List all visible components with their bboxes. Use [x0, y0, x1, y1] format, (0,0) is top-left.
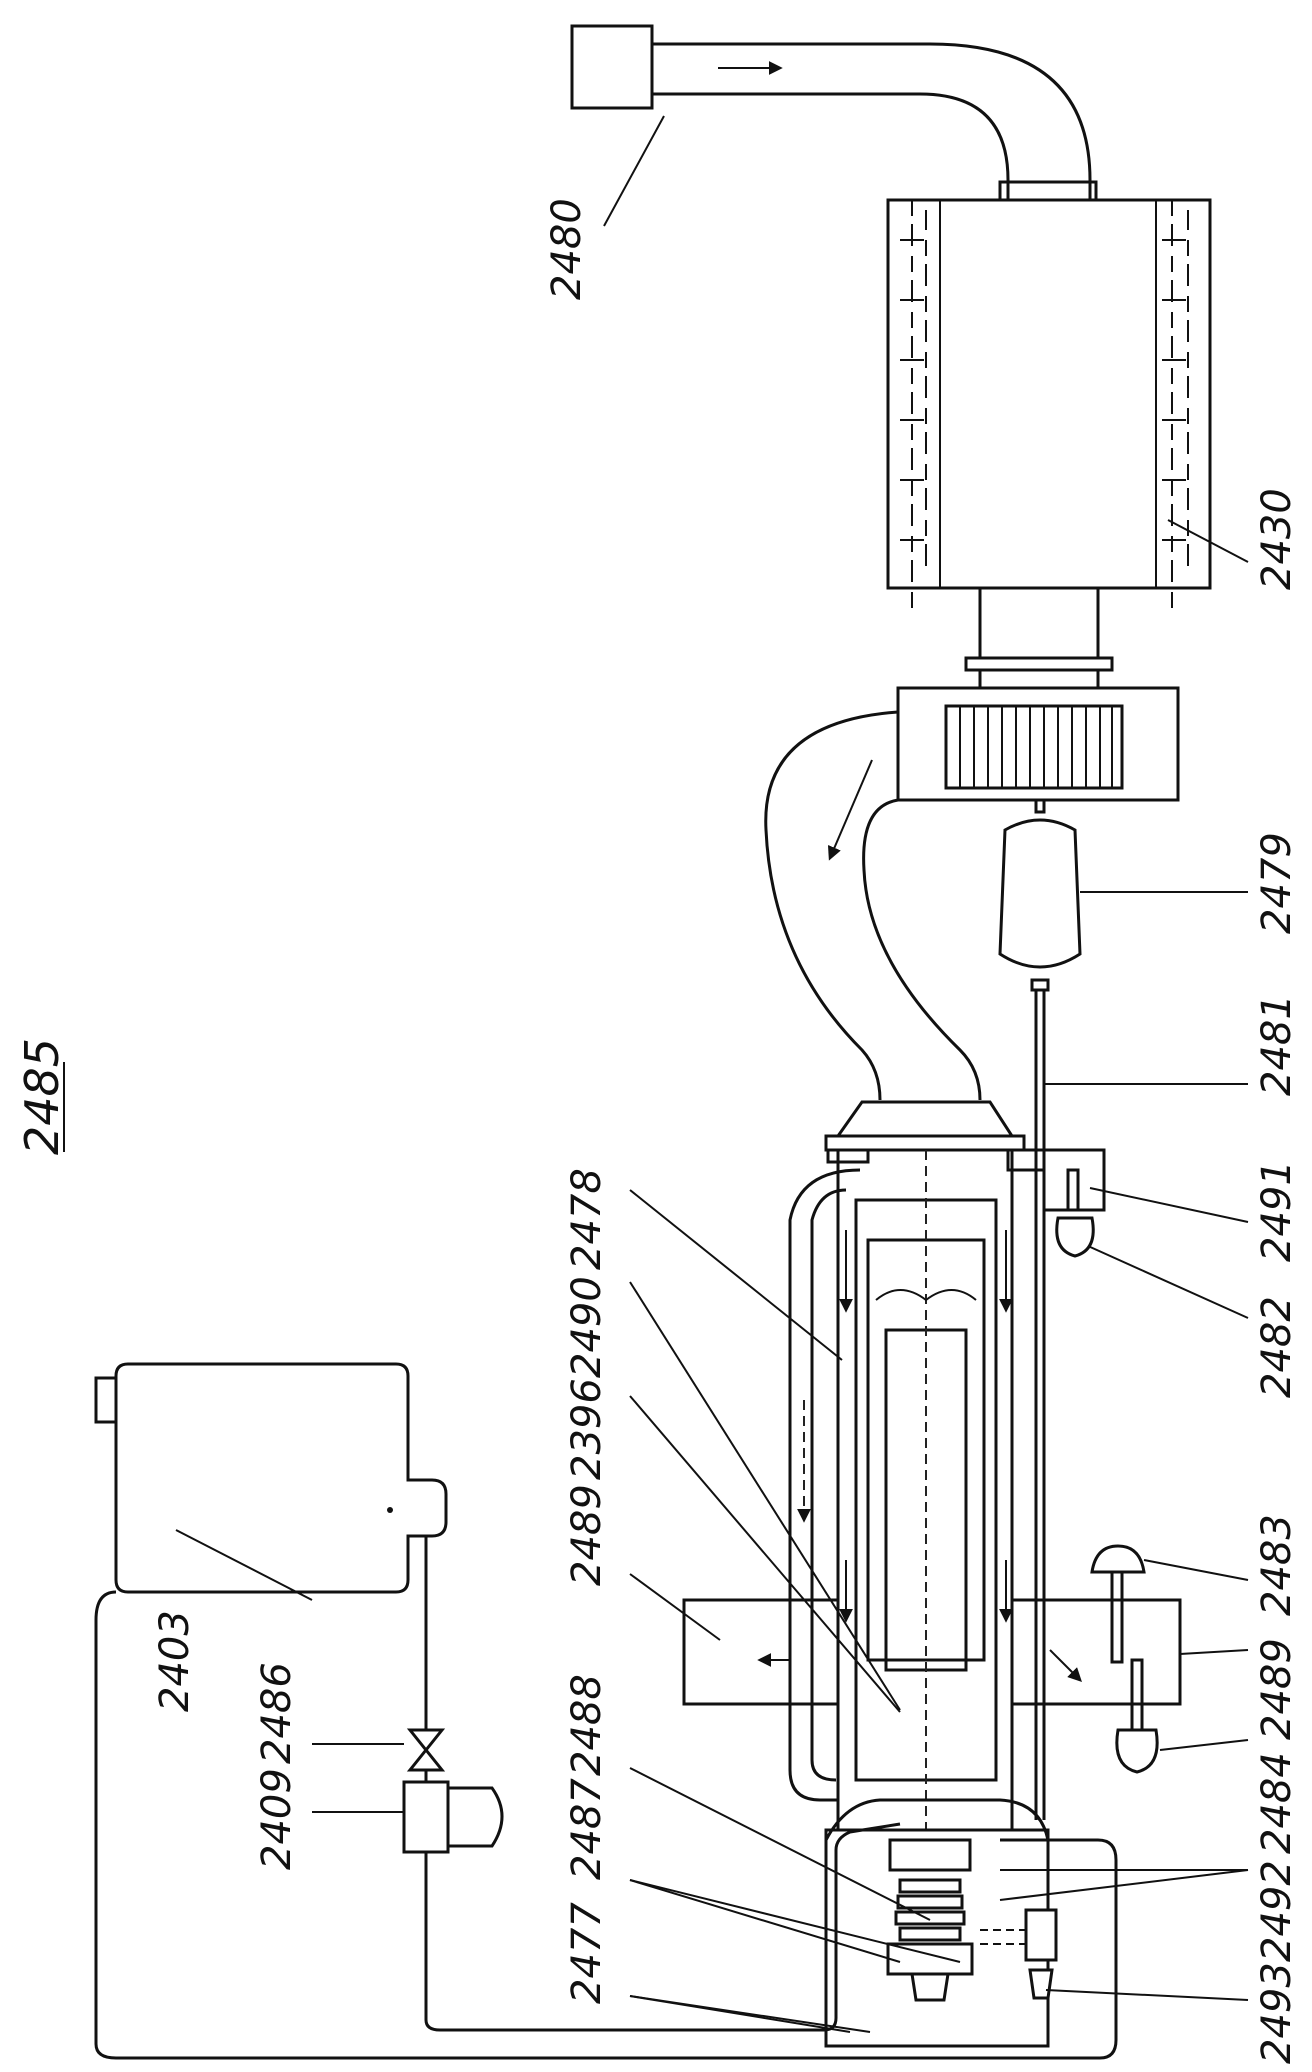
label-2481: 2481: [1254, 994, 1300, 1096]
label-2477: 2477: [564, 1902, 610, 2004]
figure-reference-number: 2485: [15, 1038, 69, 1155]
label-2479: 2479: [1254, 832, 1300, 934]
label-2487: 2487: [564, 1778, 610, 1880]
outlet-port-left: [682, 1598, 840, 1706]
sensor-2483: [1090, 1544, 1146, 1664]
inner-chamber: [839, 1150, 1013, 1830]
label-2486: 2486: [254, 1662, 300, 1764]
valve-2486: [406, 1536, 446, 1782]
label-2430: 2430: [1254, 488, 1300, 590]
leader-lines: [175, 115, 1249, 2033]
pump-assembly: [886, 1838, 1058, 2002]
motor: [998, 798, 1082, 992]
label-2492: 2492: [1254, 1860, 1300, 1962]
label-2489-right: 2489: [1254, 1638, 1300, 1740]
label-2478: 2478: [564, 1168, 610, 1270]
label-2403: 2403: [152, 1610, 198, 1712]
label-2396: 2396: [564, 1378, 610, 1480]
label-2488: 2488: [564, 1674, 610, 1776]
label-2483: 2483: [1254, 1514, 1300, 1616]
sensor-2484: [1115, 1658, 1159, 1774]
inlet-pipe: [570, 24, 1092, 200]
reservoir-tank: [94, 1362, 448, 1594]
component-2409: [402, 1780, 504, 1854]
filter-unit: [886, 180, 1212, 690]
filter-element-pattern: [900, 200, 1189, 608]
label-2493: 2493: [1254, 1962, 1300, 2064]
label-2480: 2480: [544, 198, 590, 300]
supply-duct: [764, 710, 1015, 1138]
label-2484: 2484: [1254, 1752, 1300, 1854]
label-2482: 2482: [1254, 1296, 1300, 1398]
label-2489-left: 2489: [564, 1484, 610, 1586]
label-2409: 2409: [254, 1768, 300, 1870]
blower-unit: [896, 686, 1180, 802]
sensor-2482: [1055, 1168, 1095, 1258]
label-2490: 2490: [564, 1276, 610, 1378]
svg-text:2485: 2485: [15, 1038, 69, 1155]
drive-shaft: [1034, 990, 1046, 1820]
outlet-port-right: [1010, 1598, 1182, 1706]
label-2491: 2491: [1254, 1160, 1300, 1262]
